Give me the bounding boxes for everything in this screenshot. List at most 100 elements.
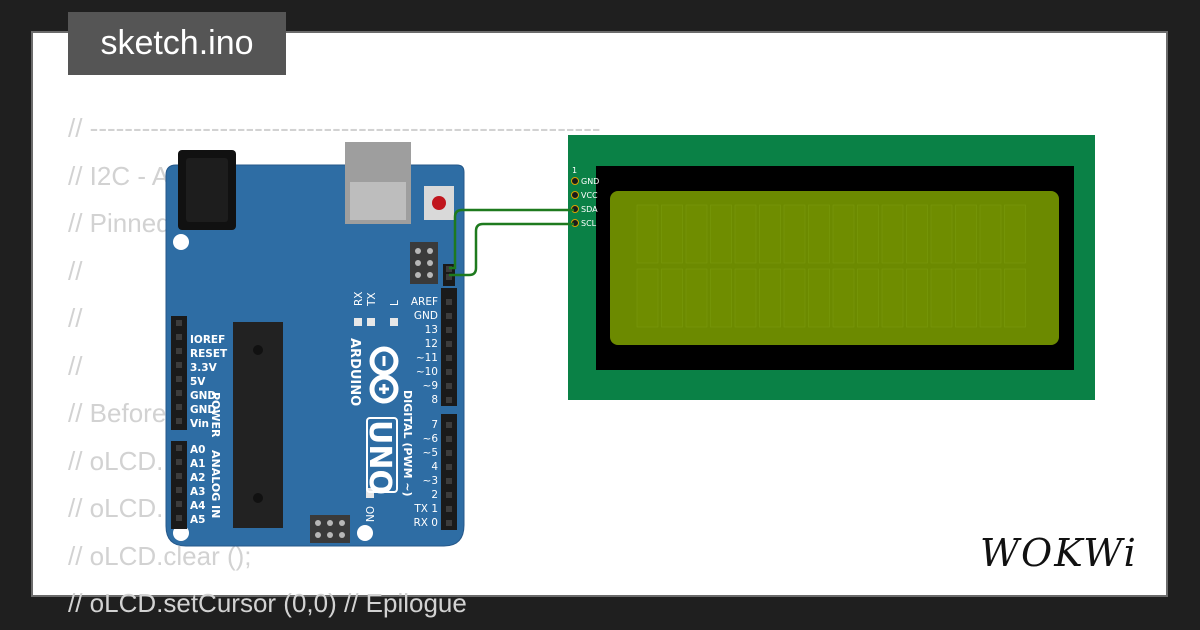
header-pin[interactable] bbox=[446, 450, 452, 456]
wokwi-logo-text: WOKWi bbox=[980, 531, 1138, 575]
analog-header-title: ANALOG IN bbox=[209, 450, 222, 518]
header-pin[interactable] bbox=[446, 422, 452, 428]
wokwi-logo: WOKWi bbox=[980, 531, 1138, 575]
mount-hole bbox=[357, 525, 373, 541]
pin-label: A3 bbox=[190, 486, 205, 498]
pin-label: GND bbox=[414, 310, 438, 322]
model-frame bbox=[366, 417, 398, 493]
lcd-cell bbox=[685, 268, 708, 328]
code-line: // bbox=[68, 303, 83, 333]
header-pin[interactable] bbox=[176, 376, 182, 382]
lcd-cell bbox=[1004, 268, 1026, 328]
code-line: // oLCD. bbox=[68, 493, 164, 523]
header-pin[interactable] bbox=[446, 341, 452, 347]
digital-header-title: DIGITAL (PWM ~) bbox=[401, 390, 414, 497]
lcd-cell bbox=[832, 204, 855, 264]
pin-label: RESET bbox=[190, 348, 228, 360]
header-pin[interactable] bbox=[176, 334, 182, 340]
header-pin[interactable] bbox=[446, 355, 452, 361]
header-pin[interactable] bbox=[176, 362, 182, 368]
lcd-cell bbox=[955, 204, 977, 264]
pin-label: ~5 bbox=[423, 447, 438, 459]
pin-label: Vin bbox=[190, 418, 209, 430]
code-line: // oLCD. bbox=[68, 445, 164, 476]
header-pin[interactable] bbox=[176, 390, 182, 396]
header-pin[interactable] bbox=[176, 404, 182, 410]
lcd-cell bbox=[808, 268, 830, 328]
tx-led bbox=[367, 318, 375, 326]
lcd-cell bbox=[906, 204, 928, 264]
header-pin[interactable] bbox=[446, 299, 452, 305]
lcd-cell bbox=[1004, 204, 1026, 264]
file-tab[interactable]: sketch.ino bbox=[68, 12, 286, 75]
l-led-label: L bbox=[389, 300, 401, 306]
pin-label: ~10 bbox=[416, 366, 438, 378]
pin-label: ~3 bbox=[423, 475, 438, 487]
header-pin[interactable] bbox=[446, 464, 452, 470]
pin-label: 7 bbox=[431, 419, 438, 431]
header-pin[interactable] bbox=[446, 492, 452, 498]
pin-label: A2 bbox=[190, 472, 205, 484]
header-pin[interactable] bbox=[446, 520, 452, 526]
code-line: // -------------------------------------… bbox=[68, 113, 601, 143]
icsp-header-2 bbox=[310, 515, 350, 543]
lcd-cell bbox=[857, 268, 879, 328]
lcd-pin[interactable] bbox=[571, 191, 579, 199]
header-pin[interactable] bbox=[176, 459, 182, 465]
lcd-cell bbox=[710, 268, 732, 328]
brand-text: ARDUINO bbox=[347, 338, 362, 406]
header-pin[interactable] bbox=[446, 327, 452, 333]
digital-pin-labels: AREF GND 13 12 ~11 ~10 ~9 8 7 ~6 ~5 4 ~3… bbox=[411, 296, 438, 529]
wires[interactable] bbox=[449, 208, 574, 277]
arduino-logo bbox=[369, 346, 399, 404]
lcd-pin[interactable] bbox=[571, 177, 579, 185]
lcd-cell bbox=[759, 204, 781, 264]
header-pin[interactable] bbox=[446, 383, 452, 389]
rx-led-label: RX bbox=[353, 292, 365, 307]
header-pin[interactable] bbox=[176, 473, 182, 479]
lcd-cell bbox=[955, 268, 977, 328]
header-pin[interactable] bbox=[176, 418, 182, 424]
header-pin[interactable] bbox=[446, 436, 452, 442]
header-pin[interactable] bbox=[176, 320, 182, 326]
pin-label: ~9 bbox=[423, 380, 438, 392]
code-line: // Before bbox=[68, 398, 167, 428]
sda-wire bbox=[449, 208, 574, 270]
pin-label: 3.3V bbox=[190, 362, 218, 374]
analog-header bbox=[171, 441, 187, 529]
pin-label: A0 bbox=[190, 444, 205, 456]
header-pin[interactable] bbox=[446, 369, 452, 375]
lcd-cell bbox=[783, 268, 806, 328]
digital-header-low bbox=[441, 414, 457, 530]
header-pin[interactable] bbox=[446, 397, 452, 403]
header-pin[interactable] bbox=[176, 515, 182, 521]
rx-led bbox=[354, 318, 362, 326]
lcd1602-display[interactable]: 1 GND VCC SDA SCL bbox=[568, 135, 1095, 400]
header-pin[interactable] bbox=[446, 313, 452, 319]
header-pin[interactable] bbox=[176, 348, 182, 354]
pin-label: 2 bbox=[431, 489, 438, 501]
lcd-cell bbox=[685, 204, 708, 264]
header-pin[interactable] bbox=[446, 274, 452, 280]
lcd-cell bbox=[783, 204, 806, 264]
on-led-label: ON bbox=[363, 506, 375, 522]
lcd-character-grid bbox=[636, 204, 1026, 328]
pin-label: A1 bbox=[190, 458, 205, 470]
lcd-cell bbox=[881, 268, 904, 328]
lcd-pin-label: SDA bbox=[581, 205, 598, 214]
analog-pin-labels: A0 A1 A2 A3 A4 A5 bbox=[190, 444, 205, 526]
header-pin[interactable] bbox=[446, 506, 452, 512]
l-led bbox=[390, 318, 398, 326]
lcd-cell bbox=[636, 204, 659, 264]
lcd-cell bbox=[808, 204, 830, 264]
pin-label: GND bbox=[190, 404, 216, 416]
code-line: // bbox=[68, 255, 83, 286]
pin-label: GND bbox=[190, 390, 216, 402]
header-pin[interactable] bbox=[176, 487, 182, 493]
header-pin[interactable] bbox=[176, 445, 182, 451]
code-line: // oLCD.setCursor (0,0) // Epilogue bbox=[68, 588, 467, 618]
header-pin[interactable] bbox=[446, 478, 452, 484]
lcd-cell bbox=[661, 204, 683, 264]
header-pin[interactable] bbox=[176, 501, 182, 507]
arduino-uno-board[interactable]: RX TX L ON ARDUINO UNO DIGITAL (PWM ~) P… bbox=[165, 142, 465, 547]
